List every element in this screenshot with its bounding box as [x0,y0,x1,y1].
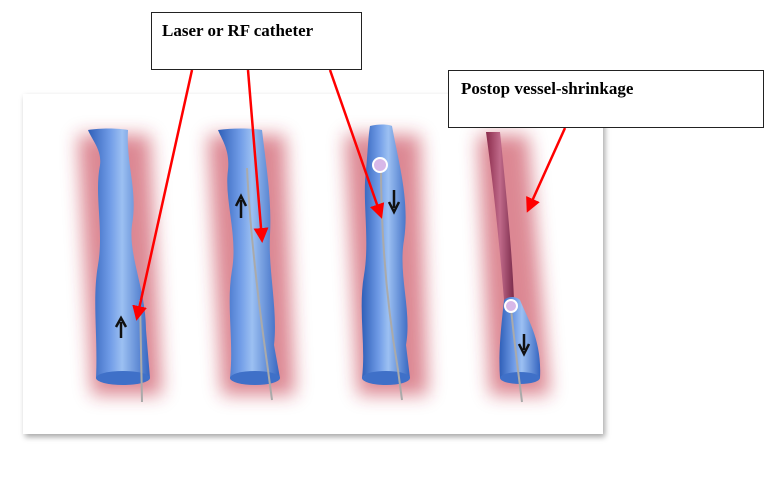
callout-postop-shrinkage-label: Postop vessel-shrinkage [461,79,634,98]
shrunk-vein [486,132,514,300]
panel-2-vein [208,128,295,401]
arrow-down-icon [517,334,531,357]
vein-2 [218,128,280,383]
catheter-tip-4 [504,299,518,313]
catheter-tip-3 [372,157,388,173]
pointer-arrow-3 [328,69,385,219]
vein-end-1 [96,371,150,385]
vein-end-4 [500,372,540,384]
pointer-arrow-1 [132,69,194,321]
callout-laser-catheter: Laser or RF catheter [151,12,362,70]
catheter-2 [246,167,273,401]
pointer-arrow-4 [526,127,567,213]
vein-end-3 [362,371,410,385]
arrow-down-icon [387,190,401,215]
callout-laser-catheter-label: Laser or RF catheter [162,21,314,40]
vein-4 [499,297,541,383]
catheter-3 [380,164,403,401]
vein-end-2 [230,371,280,385]
callout-postop-shrinkage: Postop vessel-shrinkage [448,70,764,128]
catheter-4 [510,307,523,403]
pointer-arrow-2 [246,69,269,243]
panel-3-vein [345,124,428,401]
arrow-up-icon [114,315,128,338]
arrow-up-icon [234,193,248,218]
vein-3 [361,124,410,383]
